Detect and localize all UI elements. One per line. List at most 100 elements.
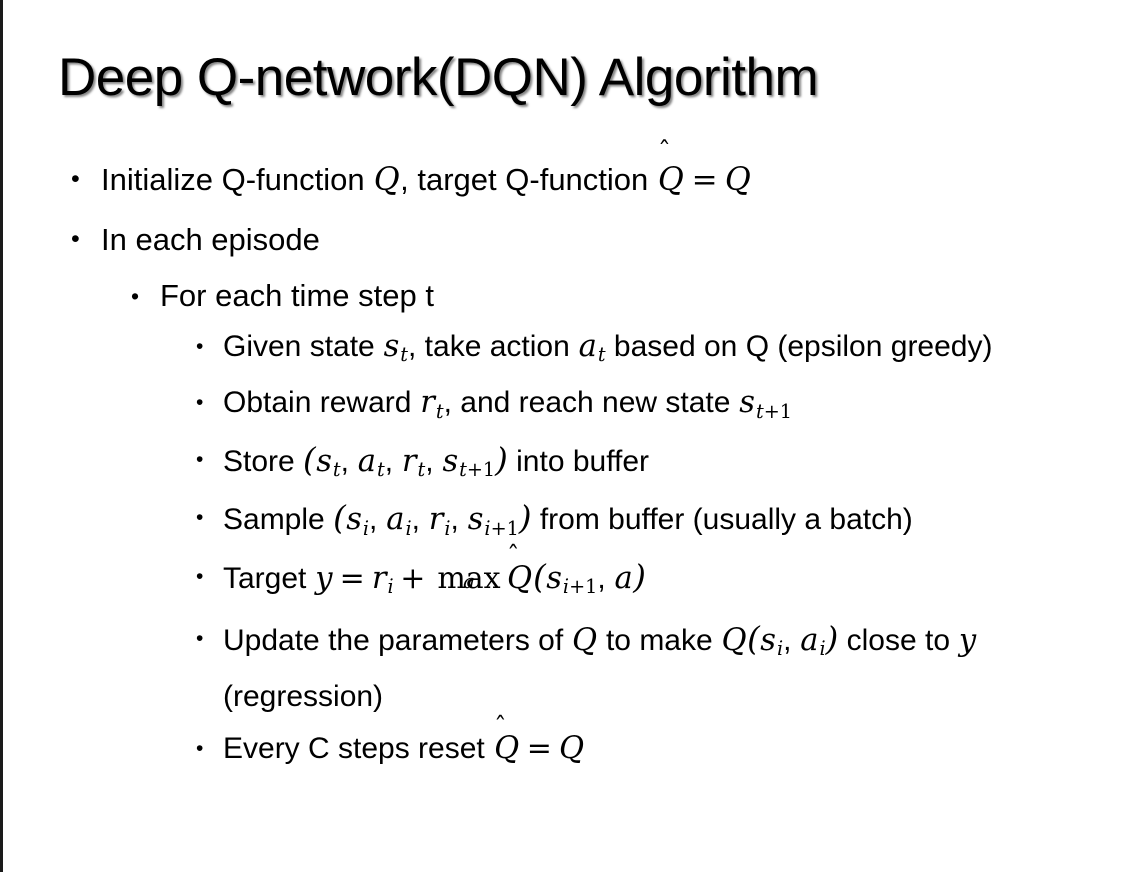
math-var-q1: Q [572, 622, 598, 658]
text-comma3: , [450, 503, 468, 537]
list-item-text: Obtain reward r t , and reach new state st… [223, 379, 1107, 435]
text-comma: , [597, 561, 615, 595]
math-var-r: r [420, 385, 435, 421]
math-var-q: Q [559, 731, 585, 767]
text-comma3: , [425, 444, 442, 478]
list-item-text: In each episode [101, 222, 320, 257]
math-var-y: y [958, 622, 977, 658]
text-mid: , take action [408, 330, 579, 363]
math-var-r: r [401, 443, 417, 479]
q-base: Q [506, 560, 533, 596]
math-q-hat: ̂Q [493, 725, 520, 773]
list-item-text: Initialize Q-function Q, target Q-functi… [101, 150, 1124, 210]
math-sub-i1: i [362, 516, 370, 540]
bullet-marker: • [196, 391, 204, 415]
bullet-marker: • [196, 335, 204, 358]
math-var-s1: s [316, 443, 332, 479]
text-tail: from buffer (usually a batch) [531, 503, 913, 537]
math-plus: + [400, 560, 426, 596]
list-item-text: For each time step t [160, 278, 434, 313]
math-close-paren: ) [495, 440, 508, 479]
bullet-marker: • [196, 626, 204, 650]
text-lead: Store [223, 444, 304, 478]
sub-var: i [562, 574, 570, 598]
math-open-paren: ( [303, 440, 316, 479]
math-var-s2: s [442, 443, 459, 479]
text-lead: Obtain reward [223, 386, 420, 420]
text-mid: , and reach new state [443, 386, 739, 420]
algorithm-bullet-list: • Initialize Q-function Q, target Q-func… [3, 150, 1124, 773]
math-open-paren: ( [533, 557, 546, 596]
sub-offset: +1 [569, 574, 598, 598]
text-comma2: , [411, 503, 429, 537]
list-item-obtain-reward: • Obtain reward r t , and reach new state … [3, 379, 1124, 435]
text-comma1: , [369, 503, 386, 537]
math-sub-t-plus-1: t+1 [756, 399, 793, 423]
text-mid: , target Q-function [400, 162, 657, 197]
list-item-text: Target y=ri+maxâQ(si+1, a) [223, 553, 1107, 611]
max-limit-variable: a [463, 569, 475, 593]
bullet-marker: • [71, 225, 80, 253]
math-var-s: s [383, 329, 400, 364]
math-sub-i-plus-1: i+1 [484, 516, 518, 540]
math-var-q: Q [373, 162, 400, 198]
math-var-r: r [371, 560, 387, 596]
math-sub-t2: t [377, 458, 385, 482]
sub-offset: +1 [466, 458, 496, 482]
list-item-every-c-steps-reset: • Every C steps reset ̂Q=Q [3, 725, 1124, 773]
q-base: Q [494, 731, 520, 767]
list-item-initialize: • Initialize Q-function Q, target Q-func… [3, 150, 1124, 210]
math-sub-t2: t [597, 343, 606, 367]
text-lead: Initialize Q-function [101, 162, 374, 197]
text-lead: Sample [223, 503, 334, 537]
math-sub-i3: i [444, 516, 451, 540]
math-sub-i2: i [405, 516, 412, 540]
sub-var: t [756, 399, 764, 423]
list-item-text: Given state st, take action at based on … [223, 323, 1107, 379]
sub-offset: +1 [763, 399, 793, 423]
text-comma: , [783, 623, 800, 657]
math-var-a: a [614, 560, 633, 596]
text-comma1: , [340, 444, 358, 478]
bullet-marker: • [196, 506, 204, 530]
list-item-text: Sample (si, ai, ri, si+1) from buffer (u… [223, 494, 1107, 552]
text-mid2: close to [838, 623, 959, 657]
text-comma2: , [384, 444, 402, 478]
bullet-marker: • [196, 737, 204, 761]
page-title: Deep Q-network(DQN) Algorithm [58, 48, 819, 107]
list-item-store: • Store (st, at, rt, st+1) into buffer [3, 436, 1124, 494]
math-var-s1: s [346, 502, 362, 538]
math-equals: = [526, 731, 552, 767]
math-sub-t-plus-1: t+1 [459, 458, 496, 482]
math-sub-t3: t [417, 458, 426, 482]
math-close-paren: ) [633, 557, 646, 596]
math-open-paren: ( [333, 499, 346, 538]
math-equals: = [339, 560, 365, 596]
sub-var: t [459, 458, 467, 482]
list-item-sample: • Sample (si, ai, ri, si+1) from buffer … [3, 494, 1124, 552]
math-var-q2: Q [721, 622, 747, 658]
text-lead: Target [223, 561, 315, 595]
text-lead: Given state [223, 330, 384, 363]
math-var-a: a [578, 329, 597, 364]
math-sub-i: i [387, 574, 394, 598]
bullet-marker: • [196, 564, 204, 588]
max-label: max [437, 560, 501, 596]
math-open-paren: ( [747, 619, 760, 658]
math-var-r: r [428, 502, 444, 538]
math-var-a: a [357, 443, 377, 479]
sub-var: i [484, 516, 491, 540]
math-q-hat: ̂Q [657, 151, 685, 210]
math-var-s: s [739, 385, 755, 421]
math-close-paren: ) [518, 499, 532, 538]
text-mid1: to make [597, 623, 722, 657]
text-tail: into buffer [507, 444, 650, 478]
text-lead: Every C steps reset [223, 732, 494, 766]
list-item-for-each-time-step: • For each time step t [3, 269, 1124, 323]
math-var-a: a [800, 622, 819, 658]
math-var-s: s [760, 622, 776, 658]
bullet-marker: • [196, 447, 204, 471]
list-item-in-each-episode: • In each episode [3, 210, 1124, 269]
